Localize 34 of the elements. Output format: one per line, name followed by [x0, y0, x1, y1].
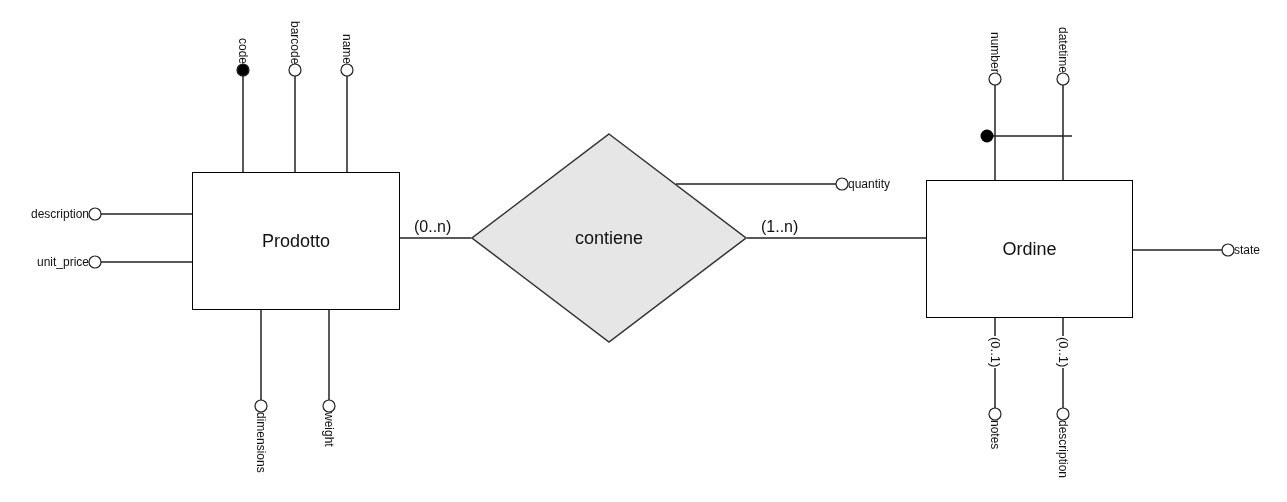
attribute-label: description	[1056, 420, 1070, 479]
relationship-line	[746, 237, 927, 239]
attribute-label: name	[340, 33, 354, 64]
attribute-label: state	[1234, 243, 1260, 257]
relationship-diamond	[471, 133, 747, 343]
attribute-label: notes	[988, 420, 1002, 450]
relationship-line	[399, 237, 472, 239]
attribute-line	[988, 72, 1002, 181]
attribute-line	[1132, 243, 1235, 257]
attribute-label: dimensions	[254, 412, 268, 473]
attribute-label: code	[236, 37, 250, 64]
attribute-label: barcode	[288, 20, 302, 64]
attribute-line	[88, 255, 193, 269]
attribute-label: description	[30, 207, 89, 221]
attribute-label: datetime	[1056, 26, 1070, 73]
attribute-label: quantity	[848, 177, 891, 191]
cardinality-label: (0..1)	[988, 336, 1002, 369]
attribute-label: weight	[322, 412, 336, 447]
entity-box: Ordine	[926, 180, 1133, 318]
attribute-line	[88, 207, 193, 221]
attribute-label: unit_price	[36, 255, 89, 269]
cardinality-label: (0..n)	[414, 218, 452, 236]
relationship-name: contiene	[573, 227, 645, 249]
attribute-line	[288, 63, 302, 173]
attribute-line	[1056, 72, 1070, 181]
attribute-line	[340, 63, 354, 173]
attribute-line	[675, 177, 849, 191]
attribute-line	[236, 63, 250, 173]
attribute-label: number	[988, 32, 1002, 73]
attribute-line	[254, 309, 268, 413]
entity-box: Prodotto	[192, 172, 400, 310]
cardinality-label: (0..1)	[1056, 336, 1070, 369]
cardinality-label: (1..n)	[761, 218, 799, 236]
attribute-line	[322, 309, 336, 413]
